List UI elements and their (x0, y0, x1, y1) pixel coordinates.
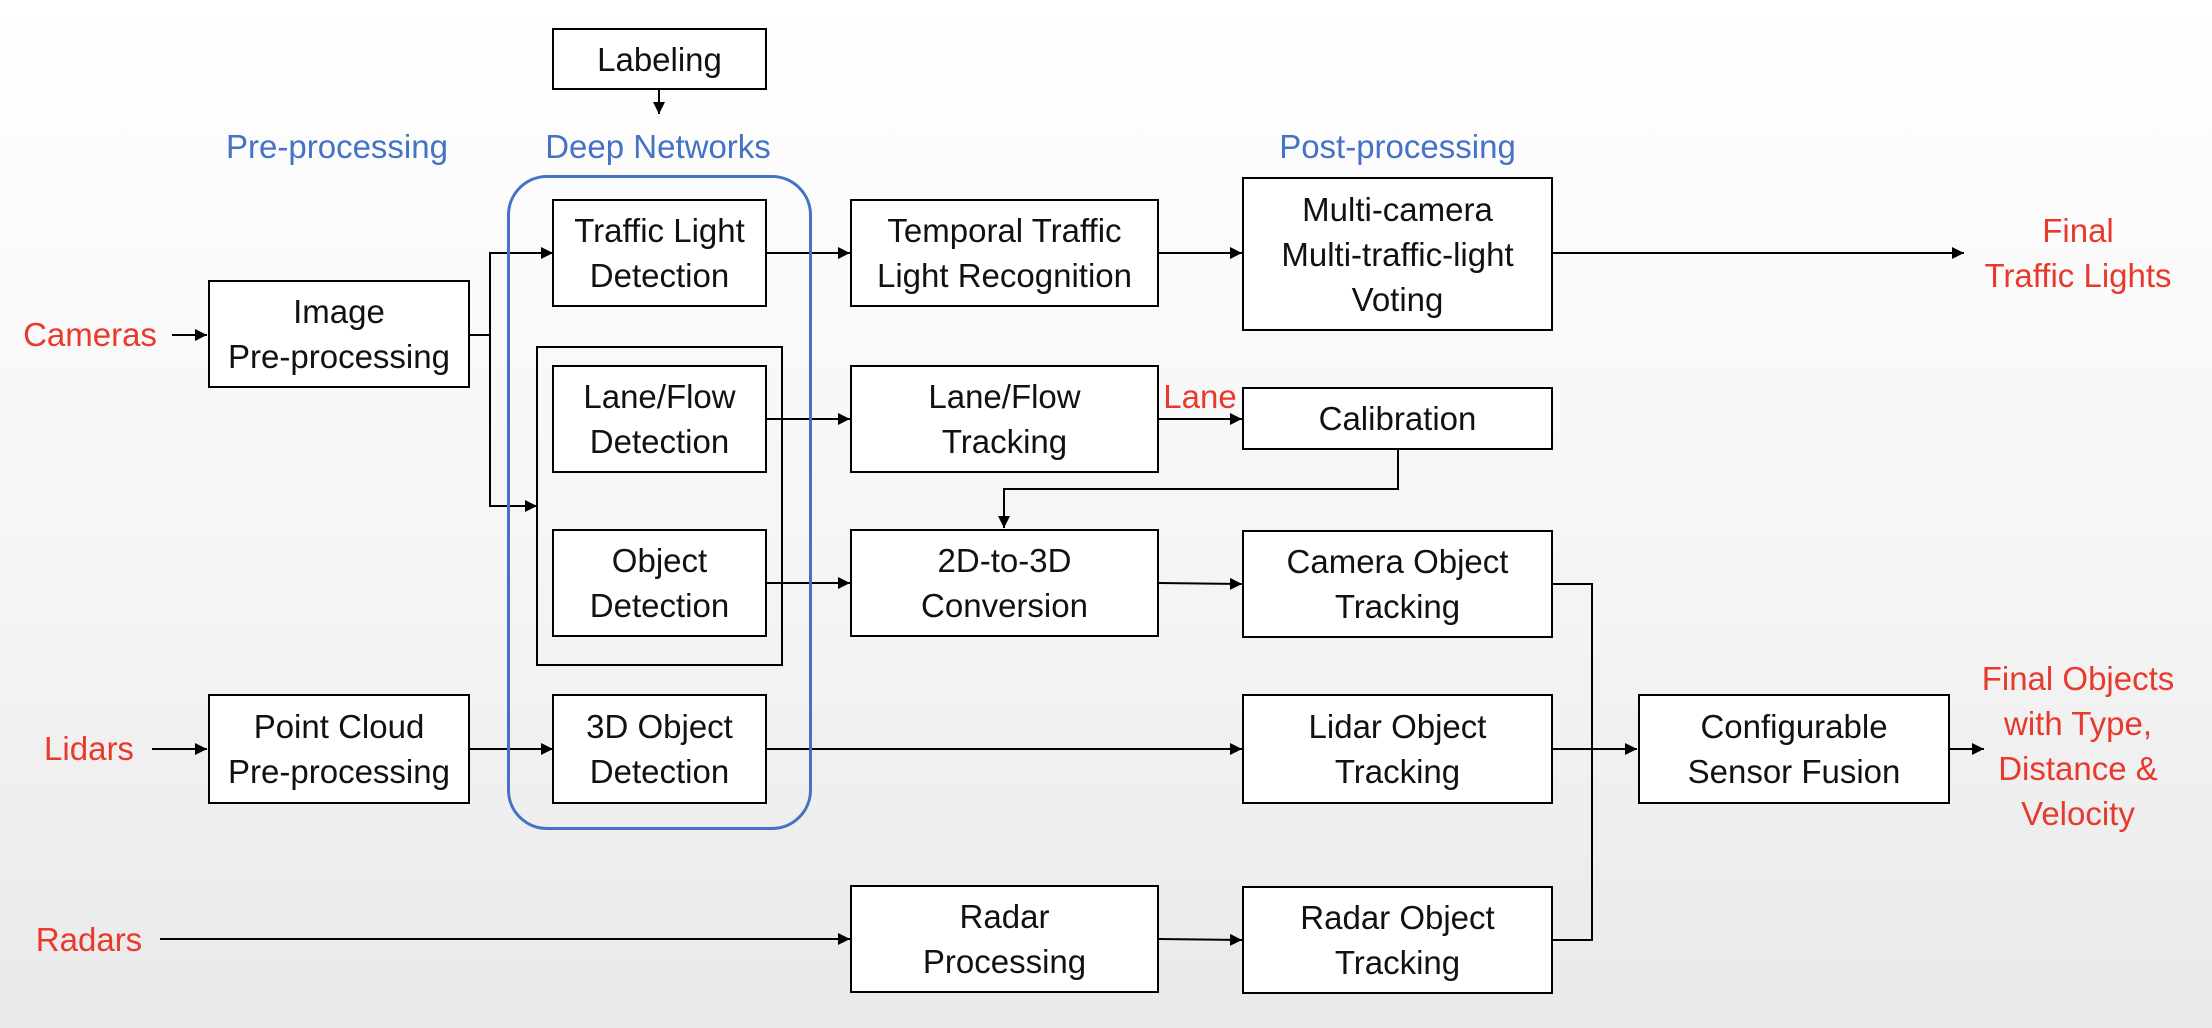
detection-group-frame (536, 346, 783, 666)
radar-processing-box: Radar Processing (850, 885, 1159, 993)
object-detection-box: Object Detection (552, 529, 767, 637)
cameras-source-label: Cameras (23, 316, 157, 353)
arrow-image-pre-to-detection-group (489, 335, 537, 512)
arrow-calibration-to-conversion (998, 450, 1399, 528)
2d-to-3d-conversion-box: 2D-to-3D Conversion (850, 529, 1159, 637)
deep-networks-outline (507, 175, 812, 830)
radar-object-tracking-box: Radar Object Tracking (1242, 886, 1553, 994)
image-pre-processing-box: Image Pre-processing (208, 280, 470, 388)
pre-processing-section-label: Pre-processing (226, 128, 448, 165)
lane-edge-label: Lane (1163, 378, 1237, 415)
lidar-object-tracking-box: Lidar Object Tracking (1242, 694, 1553, 804)
deep-networks-section-label: Deep Networks (545, 128, 771, 165)
post-processing-section-label: Post-processing (1279, 128, 1516, 165)
traffic-light-detection-box: Traffic Light Detection (552, 199, 767, 307)
arrow-radar-proc-to-radar-track (1158, 933, 1243, 946)
lane-flow-detection-box: Lane/Flow Detection (552, 365, 767, 473)
lidars-source-label: Lidars (44, 730, 134, 767)
configurable-sensor-fusion-box: Configurable Sensor Fusion (1638, 694, 1950, 804)
camera-object-tracking-box: Camera Object Tracking (1242, 530, 1553, 638)
radars-source-label: Radars (35, 921, 143, 958)
labeling-box: Labeling (552, 28, 767, 90)
3d-object-detection-box: 3D Object Detection (552, 694, 767, 804)
calibration-box: Calibration (1242, 387, 1553, 450)
line-camera-track-to-bus (1553, 583, 1593, 941)
final-traffic-lights-label: Final Traffic Lights (1984, 212, 2172, 294)
multi-camera-voting-box: Multi-camera Multi-traffic-light Voting (1242, 177, 1553, 331)
arrow-conversion-to-camera-track (1158, 577, 1243, 590)
final-objects-label: Final Objects with Type, Distance & Velo… (1981, 660, 2175, 832)
temporal-traffic-light-recognition-box: Temporal Traffic Light Recognition (850, 199, 1159, 307)
point-cloud-pre-processing-box: Point Cloud Pre-processing (208, 694, 470, 804)
lane-flow-tracking-box: Lane/Flow Tracking (850, 365, 1159, 473)
arrow-image-pre-to-traffic-light (470, 247, 553, 336)
